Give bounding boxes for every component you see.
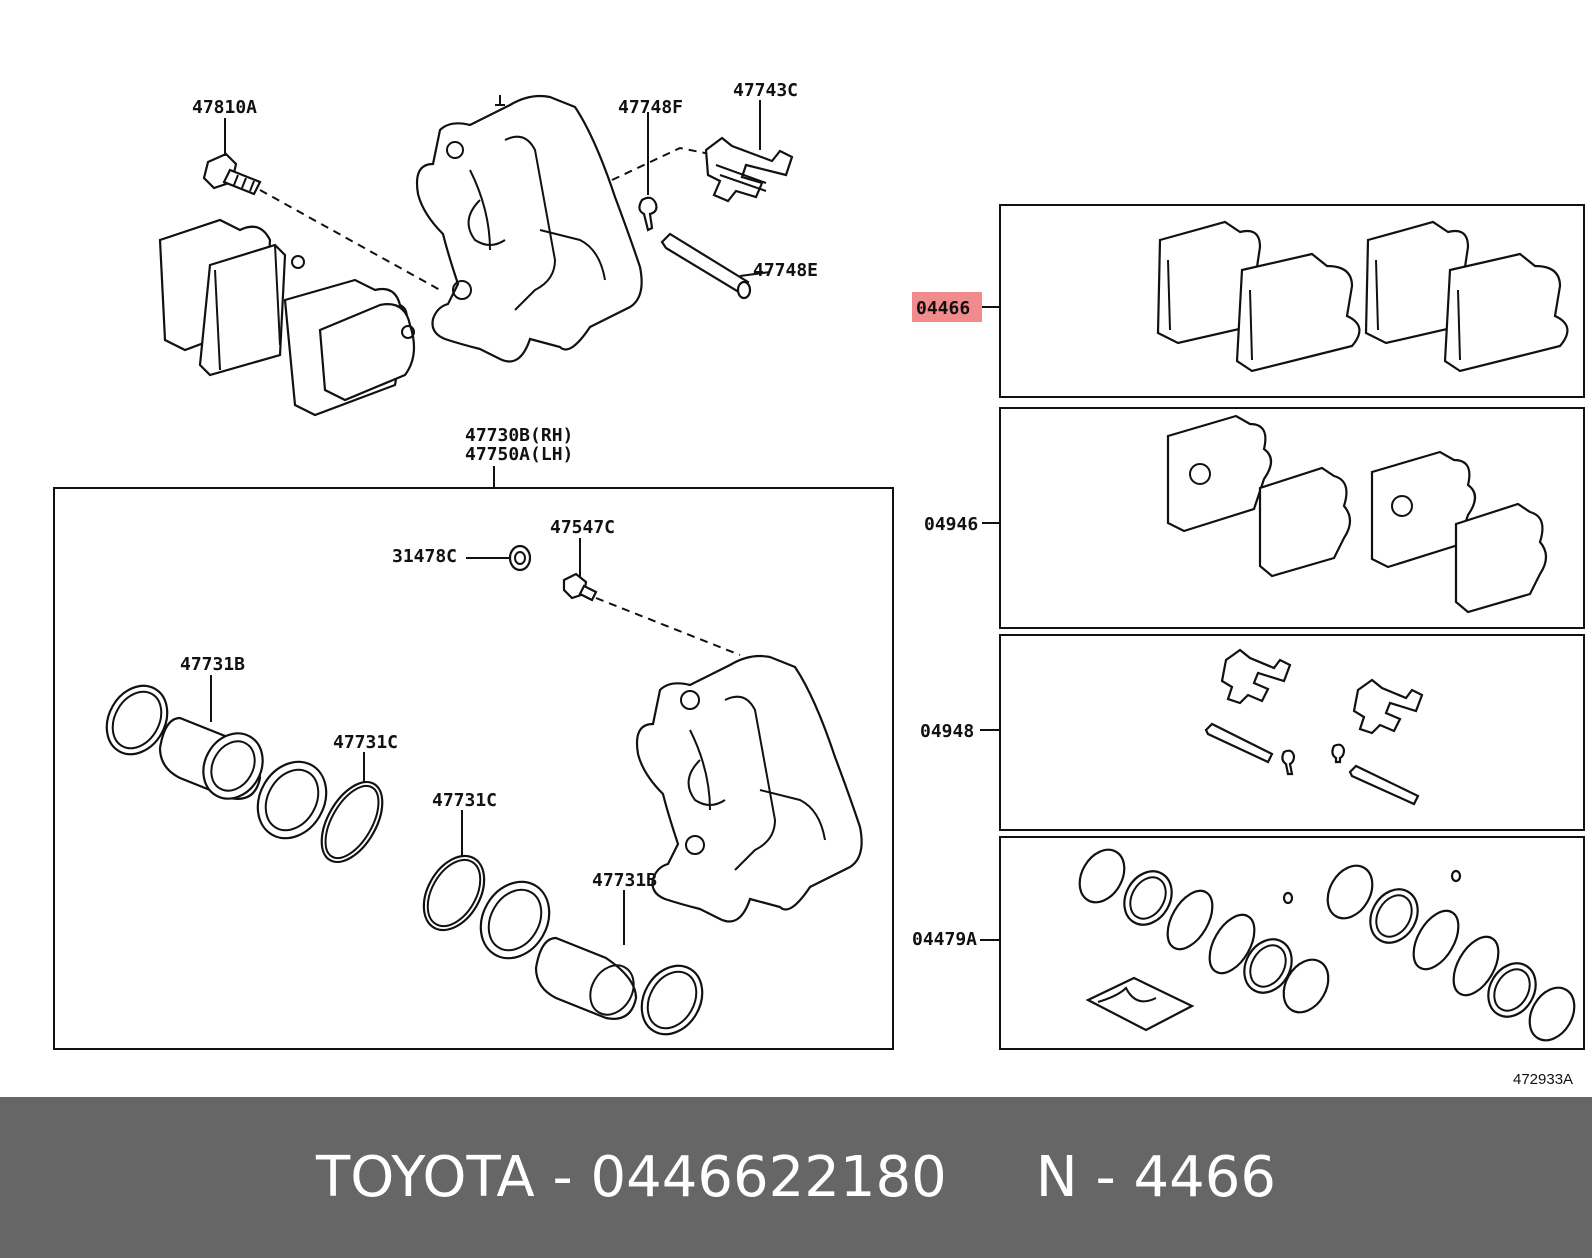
label-47743C[interactable]: 47743C (733, 80, 798, 101)
highlight-04466 (912, 292, 982, 322)
figure-id: 472933A (1513, 1071, 1573, 1088)
label-47748E[interactable]: 47748E (753, 260, 818, 281)
label-47810A[interactable]: 47810A (192, 97, 257, 118)
caliper-assembly-box (53, 487, 894, 1050)
label-47731B-a[interactable]: 47731B (180, 654, 245, 675)
kit-box-04479A[interactable] (999, 836, 1585, 1050)
dust-boot-right[interactable] (467, 869, 562, 970)
caliper-assembly-bottom: 31478C 47547C 47731B (95, 517, 863, 1045)
label-04948[interactable]: 04948 (920, 721, 974, 742)
brake-caliper-parts-diagram: 47810A 47748F (53, 80, 1585, 1088)
caliper-body-top[interactable] (415, 94, 643, 363)
label-04946[interactable]: 04946 (924, 514, 978, 535)
label-47748F[interactable]: 47748F (618, 97, 683, 118)
label-47731B-b[interactable]: 47731B (592, 870, 657, 891)
kit-box-04466[interactable] (999, 204, 1585, 398)
ring-47731C-a[interactable] (309, 772, 395, 872)
kit-box-04946[interactable] (999, 407, 1585, 629)
spring-47743C[interactable] (704, 136, 794, 203)
label-47730B[interactable]: 47730B(RH) (465, 425, 573, 446)
pin-47748E[interactable] (660, 232, 752, 300)
label-04466[interactable]: 04466 (916, 298, 970, 319)
label-47750A[interactable]: 47750A(LH) (465, 444, 573, 465)
dust-boot-left[interactable] (244, 749, 339, 850)
piston-47731B-b[interactable] (534, 936, 642, 1023)
pad-kit-04466 (1156, 220, 1569, 373)
label-47731C-b[interactable]: 47731C (432, 790, 497, 811)
seal-kit-04479A (1078, 848, 1576, 1042)
seal-left-outer[interactable] (95, 675, 179, 765)
label-47731C-a[interactable]: 47731C (333, 732, 398, 753)
kit-box-04948[interactable] (999, 634, 1585, 831)
footer-bar: TOYOTA - 0446622180 N - 4466 (0, 1097, 1592, 1258)
bleeder-47547C[interactable] (562, 572, 598, 602)
label-47547C[interactable]: 47547C (550, 517, 615, 538)
ring-47731C-b[interactable] (411, 845, 496, 940)
clip-47748F[interactable] (638, 196, 658, 232)
label-04479A[interactable]: 04479A (912, 929, 977, 950)
pads-top-left[interactable] (158, 218, 416, 417)
bolt-47810A[interactable] (202, 152, 262, 196)
label-31478C[interactable]: 31478C (392, 546, 457, 567)
shim-kit-04946 (1166, 414, 1548, 614)
footer-text: TOYOTA - 0446622180 N - 4466 (316, 1145, 1276, 1210)
piston-47731B-a[interactable] (158, 716, 274, 809)
cap-31478C[interactable] (508, 544, 532, 572)
seal-right-outer[interactable] (630, 955, 714, 1045)
caliper-body-bottom[interactable] (635, 654, 863, 923)
caliper-assembly-top: 47810A 47748F (158, 80, 818, 417)
fitting-kit-04948 (1204, 648, 1424, 806)
